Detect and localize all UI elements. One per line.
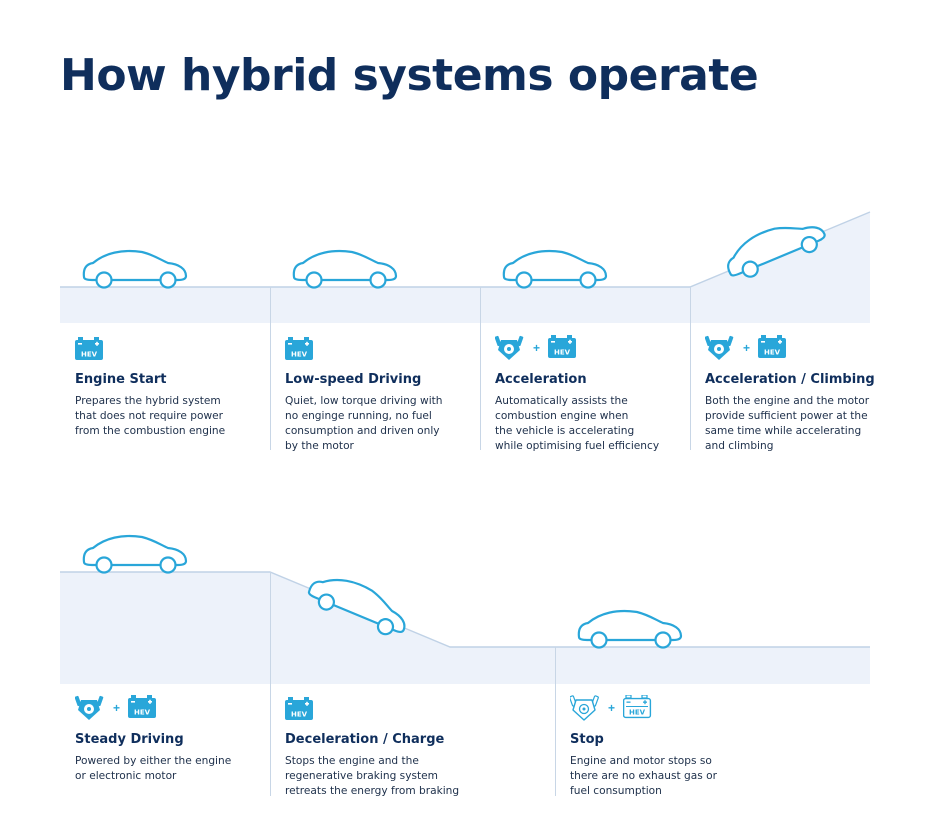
hev-battery-icon bbox=[128, 695, 157, 718]
separator bbox=[690, 287, 691, 450]
step-desc-engine-start: Prepares the hybrid system that does not… bbox=[75, 395, 226, 437]
hev-battery-icon bbox=[285, 697, 313, 720]
step-desc-low-speed: Quiet, low torque driving with no enging… bbox=[285, 395, 443, 452]
step-title-engine-start: Engine Start bbox=[75, 372, 167, 387]
plus-icon: + bbox=[533, 341, 541, 355]
step-desc-steady: Powered by either the engine or electron… bbox=[75, 755, 232, 782]
car-icon-steady bbox=[82, 534, 188, 574]
hev-battery-icon-outline bbox=[623, 695, 652, 719]
step-icons-deceleration bbox=[285, 696, 315, 724]
engine-icon bbox=[75, 695, 104, 720]
separator bbox=[270, 287, 271, 450]
engine-icon bbox=[705, 335, 734, 360]
separator bbox=[480, 287, 481, 450]
road-bottom bbox=[60, 534, 870, 684]
step-title-climbing: Acceleration / Climbing bbox=[705, 372, 875, 387]
step-icons-low-speed bbox=[285, 336, 315, 364]
hev-battery-icon bbox=[285, 337, 313, 360]
step-title-steady: Steady Driving bbox=[75, 732, 184, 747]
separator bbox=[270, 572, 271, 796]
step-title-deceleration: Deceleration / Charge bbox=[285, 732, 445, 747]
page-title: How hybrid systems operate bbox=[60, 50, 759, 101]
step-icons-steady: + bbox=[75, 694, 158, 722]
step-desc-deceleration: Stops the engine and the regenerative br… bbox=[285, 755, 460, 797]
hev-battery-icon bbox=[758, 335, 787, 358]
step-icons-engine-start bbox=[75, 336, 105, 364]
step-icons-climbing: + bbox=[705, 334, 788, 362]
step-icons-stop: + bbox=[570, 694, 653, 722]
car-icon-stop bbox=[577, 609, 683, 649]
separator bbox=[555, 647, 556, 796]
step-desc-stop: Engine and motor stops so there are no e… bbox=[570, 755, 717, 797]
step-icons-acceleration: + bbox=[495, 334, 578, 362]
step-desc-acceleration: Automatically assists the combustion eng… bbox=[495, 395, 660, 452]
plus-icon: + bbox=[113, 701, 121, 715]
step-title-low-speed: Low-speed Driving bbox=[285, 372, 422, 387]
engine-icon bbox=[495, 335, 524, 360]
engine-icon-outline bbox=[570, 694, 600, 721]
plus-icon: + bbox=[608, 701, 616, 715]
step-title-stop: Stop bbox=[570, 732, 604, 747]
hev-battery-icon bbox=[75, 337, 103, 360]
plus-icon: + bbox=[743, 341, 751, 355]
step-desc-climbing: Both the engine and the motor provide su… bbox=[705, 395, 870, 452]
hev-battery-icon bbox=[548, 335, 577, 358]
step-title-acceleration: Acceleration bbox=[495, 372, 587, 387]
